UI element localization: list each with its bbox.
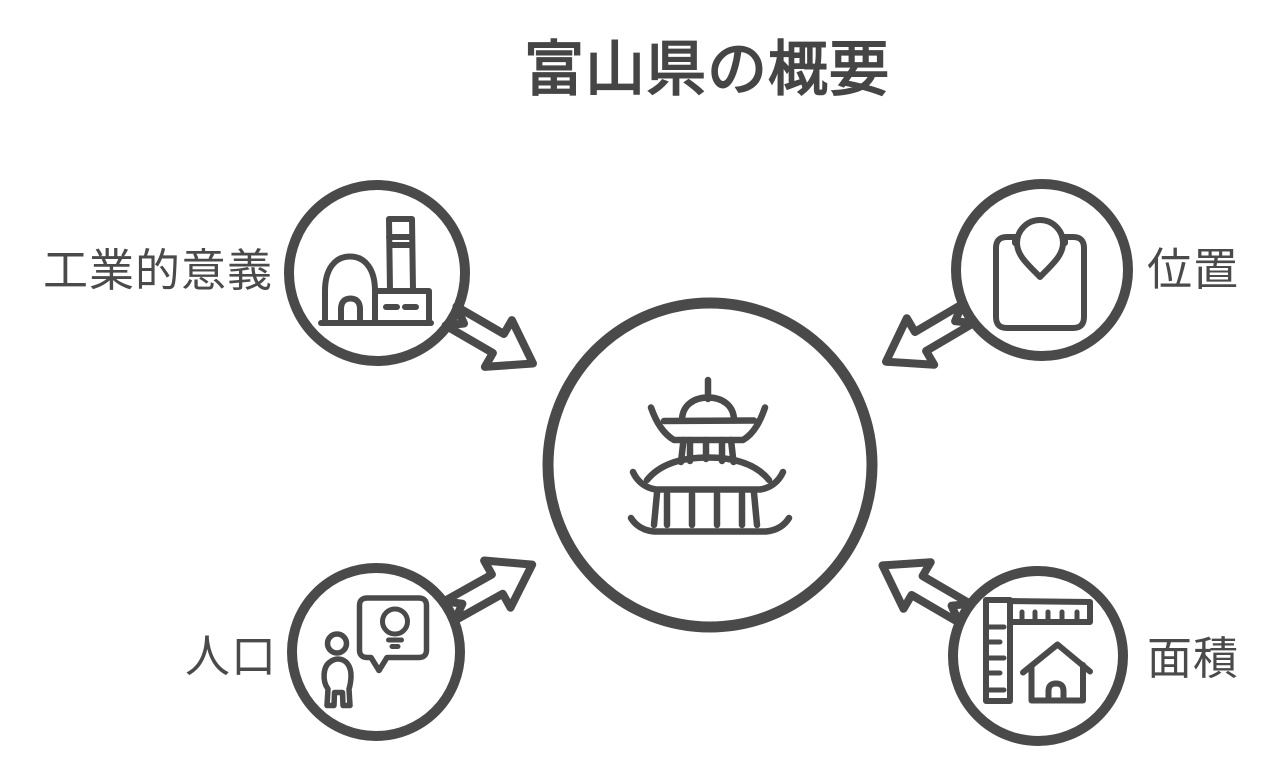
pagoda-castle-icon	[627, 376, 793, 535]
arrow-industry-to-center	[441, 302, 537, 371]
house-door	[1045, 680, 1067, 704]
house-roof	[1020, 641, 1093, 676]
person-head	[324, 631, 350, 656]
connector-arrows	[439, 300, 978, 627]
node-label-population: 人口	[185, 631, 278, 682]
node-label-area: 面積	[1147, 633, 1240, 684]
house-walls	[1028, 662, 1086, 704]
person-body	[321, 656, 354, 709]
factory-icon	[318, 216, 434, 326]
person-idea-bubble-icon	[321, 595, 430, 709]
arrow-area-to-center	[878, 558, 975, 627]
idea-bulb	[380, 606, 410, 637]
center-node-circle	[542, 297, 878, 633]
arrow-population-to-center	[439, 556, 537, 625]
ruler-house-icon	[983, 597, 1093, 704]
node-industry-circle	[284, 180, 470, 366]
node-population-circle	[287, 563, 465, 741]
node-label-location: 位置	[1147, 244, 1240, 295]
node-label-industry: 工業的意義	[43, 245, 274, 296]
speech-bubble	[356, 595, 430, 674]
node-area-circle	[948, 566, 1128, 746]
map-pin-icon	[993, 217, 1087, 331]
arrow-location-to-center	[882, 300, 978, 369]
diagram-title: 富山県の概要	[524, 36, 890, 103]
